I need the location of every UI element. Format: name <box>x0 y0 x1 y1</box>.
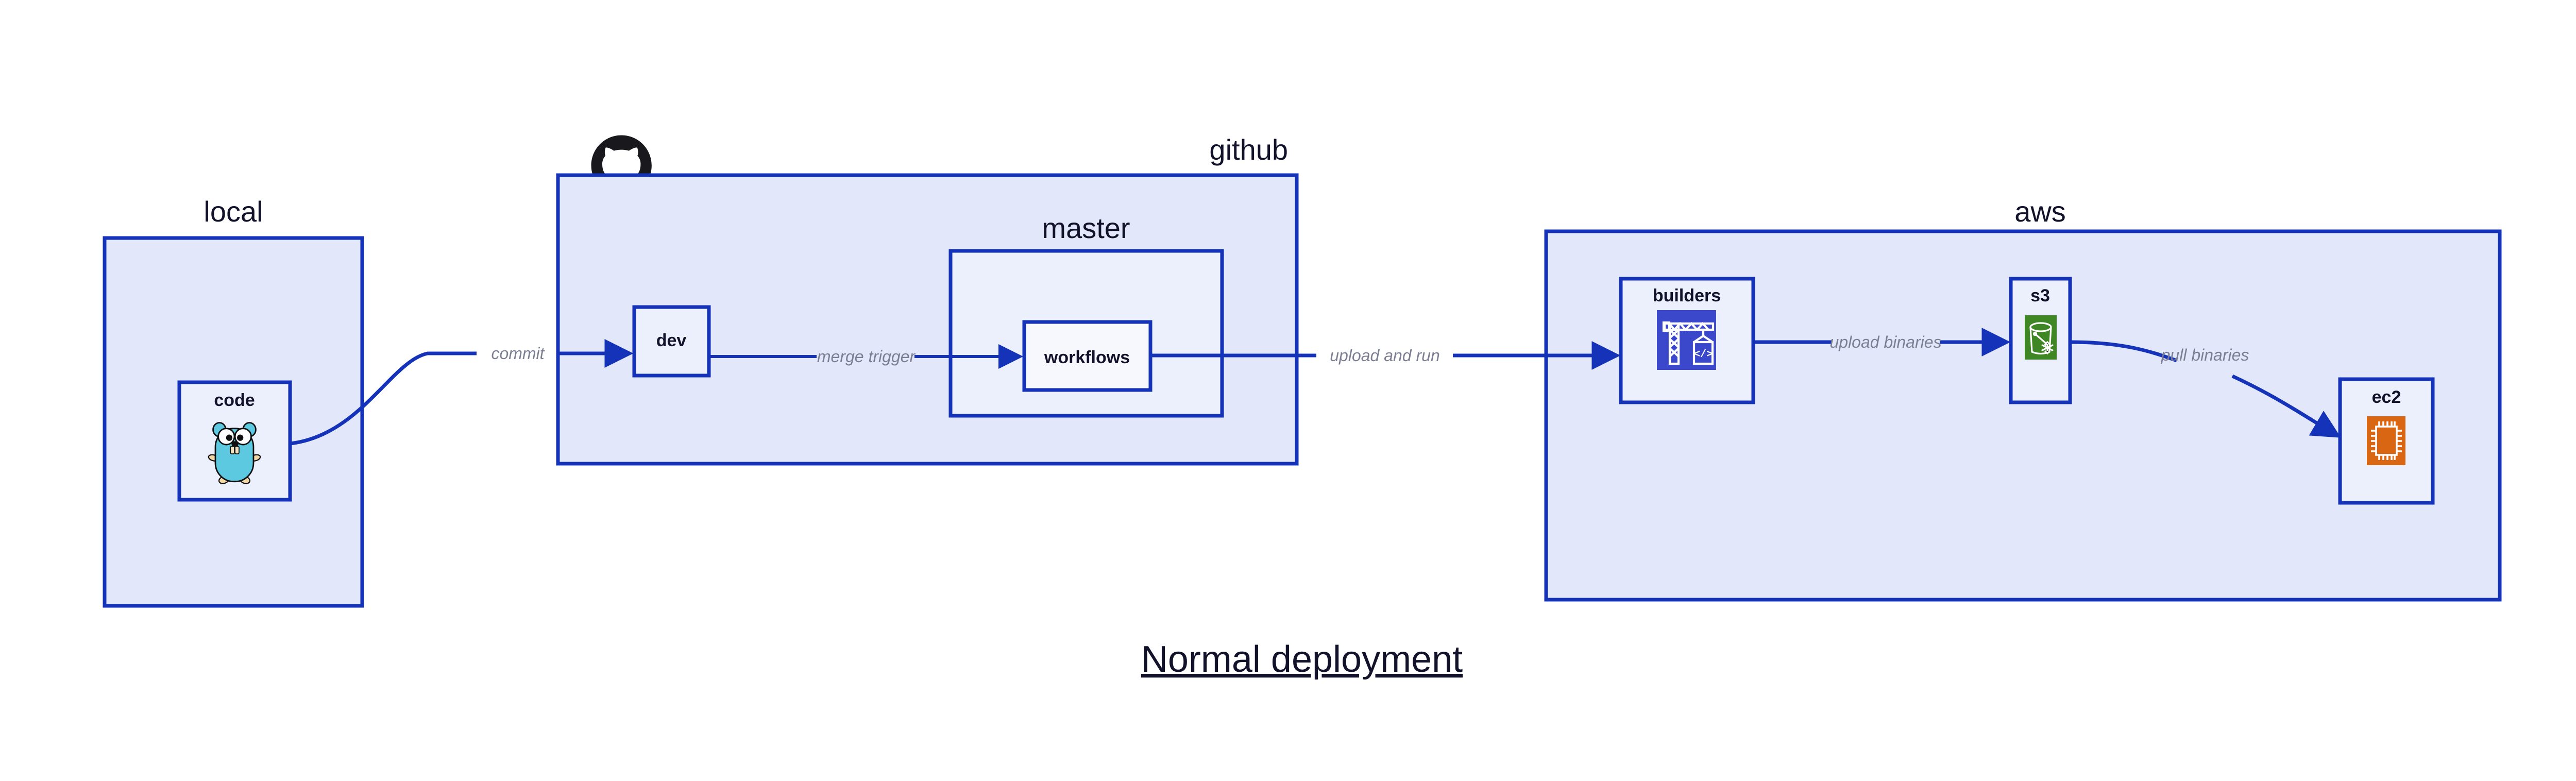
aws-s3-glacier-icon <box>2025 315 2057 360</box>
edge-merge-trigger-label: merge trigger <box>817 347 916 366</box>
edge-commit-label: commit <box>491 344 545 363</box>
edge-merge-trigger: merge trigger <box>709 344 1023 369</box>
node-workflows-label: workflows <box>1044 348 1130 367</box>
node-code-label: code <box>214 390 255 410</box>
edge-pull-binaries-path <box>2070 340 2178 363</box>
svg-text:</>: </> <box>1694 349 1713 361</box>
edge-upload-and-run-label: upload and run <box>1330 346 1440 365</box>
aws-ec2-icon <box>2367 416 2405 465</box>
edge-pull-binaries-label: pull binaries <box>2161 346 2249 364</box>
edge-upload-binaries: upload binaries <box>1753 328 2011 356</box>
diagram-title: Normal deployment <box>1141 639 1463 680</box>
go-gopher-icon <box>208 422 261 484</box>
edge-commit-path <box>290 351 477 446</box>
node-ec2-label: ec2 <box>2372 387 2401 407</box>
node-dev-label: dev <box>656 331 687 350</box>
node-dev[interactable]: dev <box>632 305 711 378</box>
node-workflows[interactable]: workflows <box>1022 320 1153 392</box>
group-local-label: local <box>204 195 263 228</box>
edge-upload-and-run: upload and run <box>1150 341 1621 370</box>
node-s3[interactable]: s3 <box>2009 277 2072 404</box>
node-dev-box[interactable] <box>632 305 711 378</box>
group-github-label: github <box>1209 133 1288 166</box>
node-workflows-box[interactable] <box>1022 320 1153 392</box>
edge-pull-binaries: pull binaries <box>2070 340 2342 438</box>
edge-commit: commit <box>290 339 634 446</box>
node-s3-label: s3 <box>2030 286 2050 305</box>
node-ec2[interactable]: ec2 <box>2338 377 2435 505</box>
node-code[interactable]: code <box>177 380 292 502</box>
edge-pull-binaries-path-tail <box>2231 374 2342 438</box>
aws-codebuild-icon: </> <box>1657 310 1716 370</box>
edge-upload-binaries-label: upload binaries <box>1829 333 1941 351</box>
node-builders[interactable]: builders <box>1619 277 1755 404</box>
node-builders-label: builders <box>1653 286 1721 305</box>
group-aws-label: aws <box>2014 195 2066 228</box>
group-master-label: master <box>1042 212 1130 244</box>
